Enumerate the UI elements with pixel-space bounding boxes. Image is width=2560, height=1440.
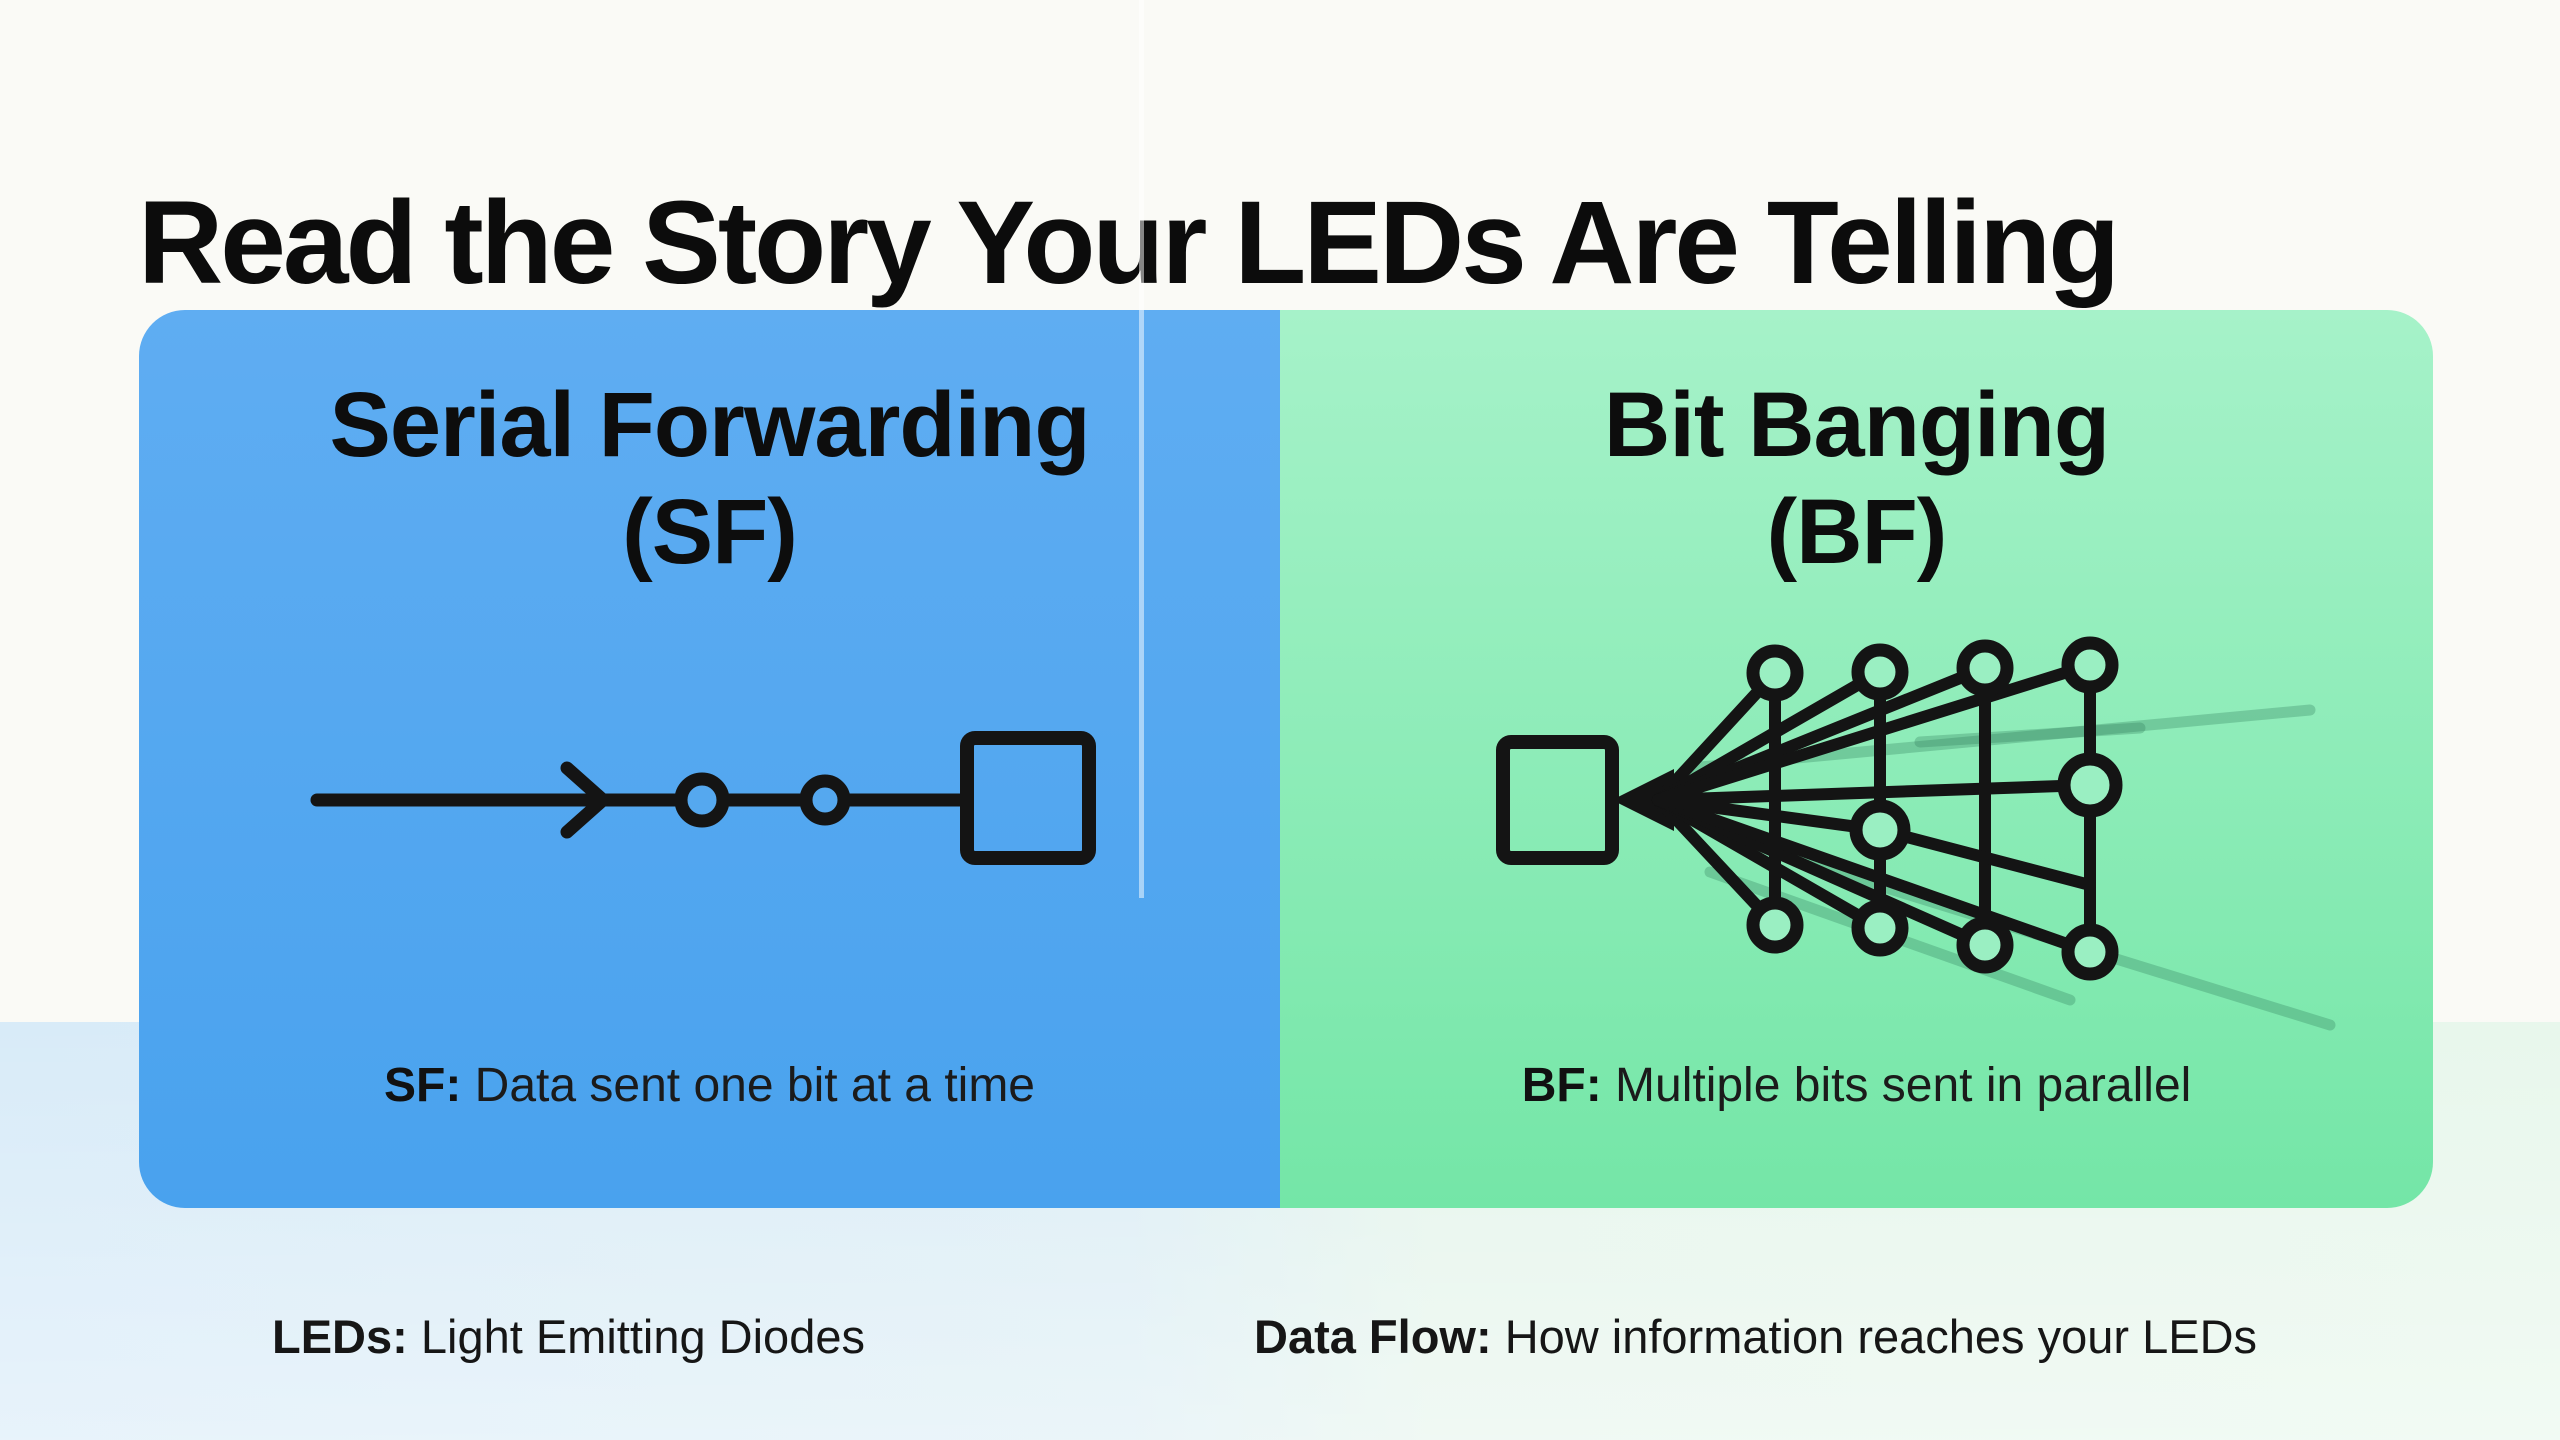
- panel-left-heading-line1: Serial Forwarding: [329, 374, 1090, 476]
- panel-bit-banging: Bit Banging (BF): [1280, 310, 2433, 1208]
- led-node: [1956, 916, 2014, 974]
- panel-right-caption: BF: Multiple bits sent in parallel: [1280, 1058, 2433, 1113]
- led-node: [1956, 639, 2014, 697]
- panel-right-heading-line1: Bit Banging: [1603, 374, 2110, 476]
- arrow-right-icon: [560, 761, 610, 839]
- controller-box: [960, 731, 1096, 865]
- led-node: [2061, 923, 2119, 981]
- legend-leds-text: Light Emitting Diodes: [420, 1310, 865, 1363]
- ghost-trace: [1914, 722, 2146, 748]
- led-node: [2061, 636, 2119, 694]
- arrow-left-icon: [1612, 769, 1674, 831]
- panel-left-caption: SF: Data sent one bit at a time: [139, 1058, 1280, 1113]
- panel-right-caption-text: Multiple bits sent in parallel: [1615, 1059, 2192, 1112]
- panel-left-caption-text: Data sent one bit at a time: [474, 1059, 1035, 1112]
- panel-left-heading: Serial Forwarding (SF): [139, 372, 1280, 585]
- legend-leds-label: LEDs:: [272, 1310, 408, 1363]
- serial-chain-diagram: [310, 731, 1096, 865]
- panel-left-caption-label: SF:: [384, 1059, 462, 1112]
- legend-data-flow-text: How information reaches your LEDs: [1504, 1310, 2258, 1363]
- legend-data-flow-label: Data Flow:: [1254, 1310, 1492, 1363]
- panel-right-heading-line2: (BF): [1766, 480, 1948, 583]
- led-node: [799, 774, 851, 826]
- led-node: [1849, 799, 1911, 861]
- led-node: [1851, 899, 1909, 957]
- panel-divider: [1139, 0, 1144, 898]
- panel-right-caption-label: BF:: [1521, 1059, 1602, 1112]
- controller-box: [1496, 735, 1619, 865]
- comparison-panels: Serial Forwarding (SF) SF: Data sent one…: [139, 310, 2433, 1208]
- legend-leds: LEDs: Light Emitting Diodes: [272, 1309, 865, 1364]
- led-node: [674, 772, 730, 828]
- legend-data-flow: Data Flow: How information reaches your …: [1254, 1309, 2257, 1364]
- page-title: Read the Story Your LEDs Are Telling: [138, 177, 2120, 310]
- led-node: [1746, 644, 1804, 702]
- led-node: [1746, 896, 1804, 954]
- panel-left-heading-line2: (SF): [622, 480, 798, 583]
- panel-right-heading: Bit Banging (BF): [1280, 372, 2433, 585]
- parallel-fanout-diagram: [1496, 636, 2336, 1031]
- led-node: [1851, 643, 1909, 701]
- panel-serial-forwarding: Serial Forwarding (SF) SF: Data sent one…: [139, 310, 1280, 1208]
- led-node: [2057, 752, 2123, 818]
